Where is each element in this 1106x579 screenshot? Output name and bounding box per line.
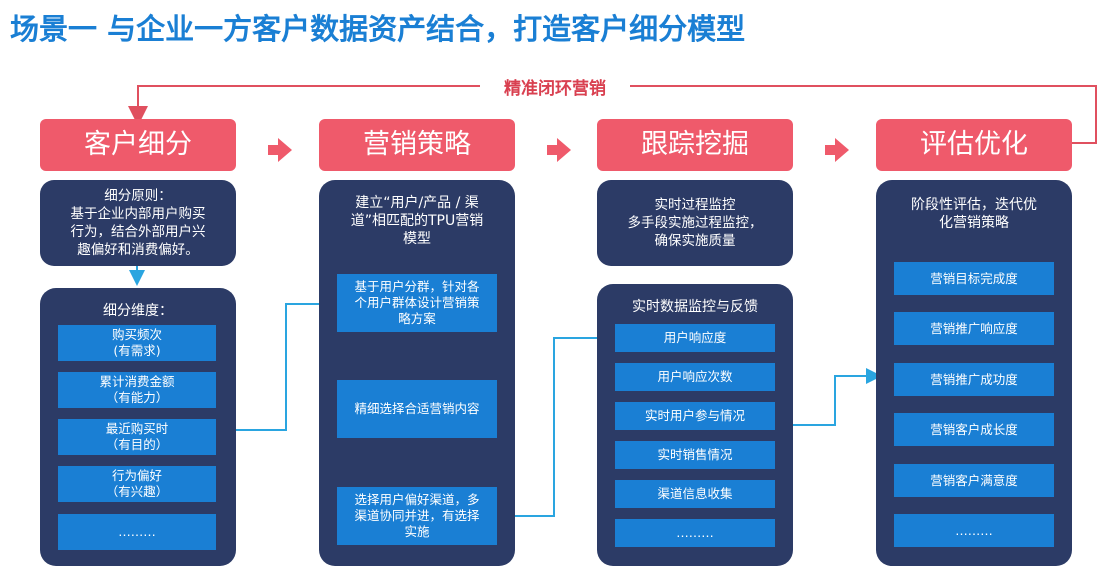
dimension-title: 细分维度： [103,303,173,319]
stage-header-strategy: 营销策略 [319,119,515,171]
segmentation-principle-box: 细分原则： 基于企业内部用户购买 行为，结合外部用户兴 趣偏好和消费偏好。 [40,180,236,266]
tracking-item: 用户响应次数 [615,363,775,391]
tracking-item-more: ……… [615,519,775,547]
strategy-step-3: 选择用户偏好渠道，多 渠道协同并进，有选择 实施 [337,487,497,545]
step-line: 选择用户偏好渠道，多 [354,492,480,507]
dimension-label: 累计消费金额 [99,374,175,389]
stage-arrow-icon [547,138,571,162]
step-line: 实施 [404,524,430,539]
step-line: 略方案 [398,311,436,326]
eval-title-line: 阶段性评估，迭代优 [911,197,1037,213]
dimension-item: 购买频次 (有需求) [58,325,216,361]
connector-seg-to-strategy [235,296,336,431]
tracking-panel-title: 实时数据监控与反馈 [632,299,758,315]
slide-title: 场景一 与企业一方客户数据资产结合，打造客户细分模型 [10,12,746,46]
segmentation-dimension-panel: 细分维度： 购买频次 (有需求) 累计消费金额 （有能力） 最近购买时 （有目的… [40,288,236,566]
monitor-line: 多手段实施过程监控， [627,215,763,231]
connector-strategy-to-tracking [496,330,614,517]
loop-label: 精准闭环营销 [480,74,630,99]
principle-line: 行为，结合外部用户兴 [70,224,206,240]
strategy-model-title: 建立“用户/产品 / 渠 道”相匹配的TPU营销 模型 [319,194,515,248]
dimension-sub: （有兴趣） [105,484,169,499]
monitor-line: 实时过程监控 [654,197,736,213]
evaluation-item: 营销目标完成度 [894,262,1054,295]
strategy-step-2: 精细选择合适营销内容 [337,380,497,438]
model-title-line: 道”相匹配的TPU营销 [350,213,484,229]
evaluation-item: 营销客户满意度 [894,464,1054,497]
dimension-sub: (有需求) [113,343,161,358]
tracking-item: 用户响应度 [615,324,775,352]
dimension-sub: （有能力） [105,390,169,405]
tracking-item: 实时销售情况 [615,441,775,469]
tracking-monitor-box: 实时过程监控 多手段实施过程监控， 确保实施质量 [597,180,793,266]
tracking-item: 实时用户参与情况 [615,402,775,430]
principle-line: 细分原则： [104,188,172,204]
strategy-panel: 建立“用户/产品 / 渠 道”相匹配的TPU营销 模型 基于用户分群，针对各 个… [319,180,515,566]
stage-header-evaluation: 评估优化 [876,119,1072,171]
stage-header-tracking: 跟踪挖掘 [597,119,793,171]
tracking-item: 渠道信息收集 [615,480,775,508]
evaluation-panel: 阶段性评估，迭代优 化营销策略 营销目标完成度 营销推广响应度 营销推广成功度 … [876,180,1072,566]
model-title-line: 模型 [403,231,431,247]
stage-header-segmentation: 客户细分 [40,119,236,171]
model-title-line: 建立“用户/产品 / 渠 [355,195,479,211]
tracking-panel: 实时数据监控与反馈 用户响应度 用户响应次数 实时用户参与情况 实时销售情况 渠… [597,284,793,566]
loop-line [128,85,1097,144]
dimension-label: 最近购买时 [105,421,169,436]
connector-tracking-to-evaluation [793,368,882,426]
stage-arrow-icon [825,138,849,162]
dimension-label: 购买频次 [111,327,162,342]
evaluation-item-more: ……… [894,514,1054,547]
monitor-line: 确保实施质量 [654,233,736,249]
step-line: 渠道协同并进，有选择 [354,508,480,523]
principle-line: 趣偏好和消费偏好。 [77,242,199,258]
step-line: 基于用户分群，针对各 [354,279,480,294]
dimension-item: 最近购买时 （有目的） [58,419,216,455]
evaluation-item: 营销推广响应度 [894,312,1054,345]
principle-line: 基于企业内部用户购买 [70,206,206,222]
stage-arrow-icon [268,138,292,162]
dimension-item-more: ……… [58,514,216,550]
dimension-label: 行为偏好 [111,468,162,483]
dimension-item: 累计消费金额 （有能力） [58,372,216,408]
step-line: 个用户群体设计营销策 [354,295,480,310]
eval-title-line: 化营销策略 [939,215,1009,231]
evaluation-panel-title: 阶段性评估，迭代优 化营销策略 [876,196,1072,232]
evaluation-item: 营销推广成功度 [894,363,1054,396]
dimension-sub: （有目的） [105,437,169,452]
dimension-item: 行为偏好 （有兴趣） [58,466,216,502]
strategy-step-1: 基于用户分群，针对各 个用户群体设计营销策 略方案 [337,274,497,332]
evaluation-item: 营销客户成长度 [894,413,1054,446]
